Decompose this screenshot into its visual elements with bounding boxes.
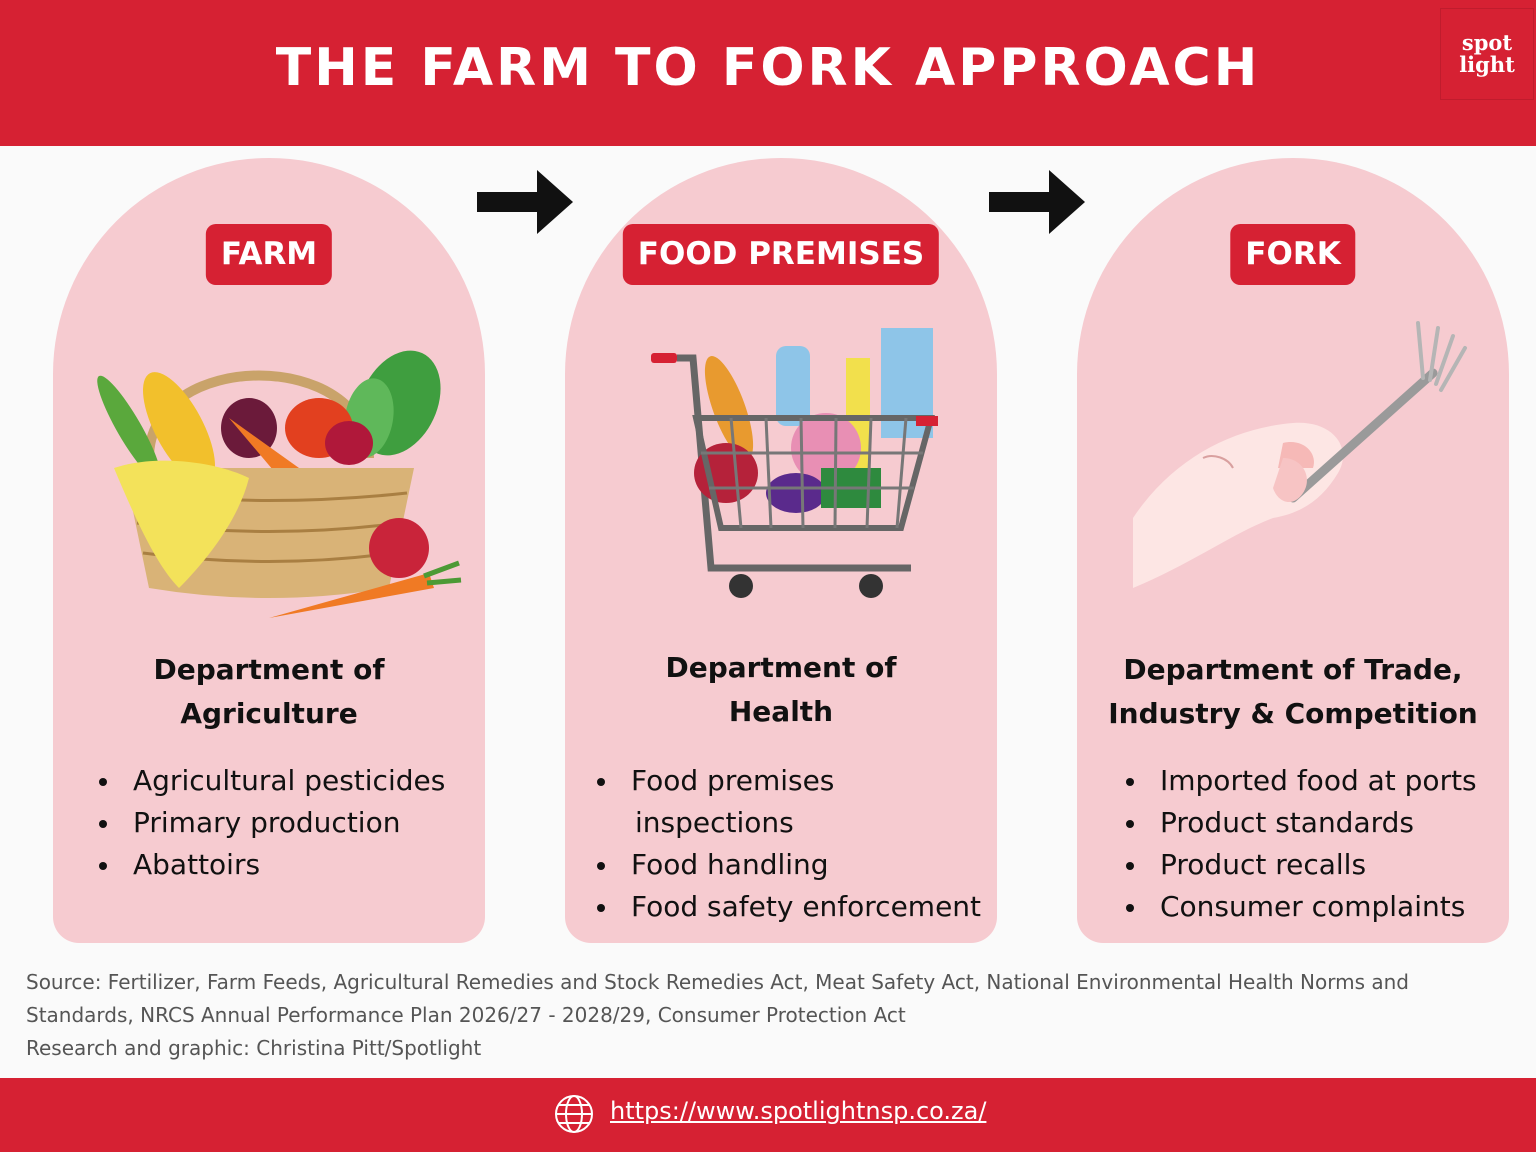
department-line: Department of: [153, 653, 385, 686]
list-item: Food premises inspections: [597, 760, 981, 844]
list-item: Product recalls: [1126, 844, 1477, 886]
responsibility-list-farm: Agricultural pesticides Primary producti…: [99, 760, 445, 886]
vegetable-basket-illustration: [97, 350, 462, 618]
arrow-right-icon: [477, 170, 573, 234]
hand-holding-fork-illustration: [1133, 321, 1467, 588]
globe-icon: [555, 1095, 593, 1133]
stage-card-food-premises: FOOD PREMISES Department of Health Food …: [565, 158, 997, 943]
responsibility-list-fork: Imported food at ports Product standards…: [1126, 760, 1477, 928]
department-name-fork: Department of Trade, Industry & Competit…: [1077, 648, 1509, 736]
list-item: Product standards: [1126, 802, 1477, 844]
logo-line-1: spot: [1461, 30, 1513, 55]
credit-line: Research and graphic: Christina Pitt/Spo…: [26, 1036, 482, 1060]
list-item: Food handling: [597, 844, 981, 886]
stage-badge-food-premises: FOOD PREMISES: [622, 224, 940, 285]
department-line: Agriculture: [180, 697, 358, 730]
responsibility-list-food-premises: Food premises inspections Food handling …: [597, 760, 981, 928]
department-name-food-premises: Department of Health: [565, 646, 997, 734]
stage-badge-fork: FORK: [1230, 224, 1356, 285]
spotlight-logo: spot light: [1440, 8, 1534, 100]
list-item-continuation: inspections: [635, 806, 794, 839]
department-name-farm: Department of Agriculture: [53, 648, 485, 736]
source-line-2: Standards, NRCS Annual Performance Plan …: [26, 1003, 906, 1027]
source-note: Source: Fertilizer, Farm Feeds, Agricult…: [26, 966, 1516, 1065]
stage-card-farm: FARM Department of Agriculture Agricultu…: [53, 158, 485, 943]
list-item: Imported food at ports: [1126, 760, 1477, 802]
list-item: Agricultural pesticides: [99, 760, 445, 802]
stage-badge-farm: FARM: [205, 224, 333, 285]
list-item: Food safety enforcement: [597, 886, 981, 928]
department-line: Department of: [665, 651, 897, 684]
list-item-text: Food premises: [631, 764, 835, 797]
department-line: Department of Trade,: [1123, 653, 1463, 686]
logo-line-2: light: [1459, 52, 1515, 77]
arrow-right-icon: [989, 170, 1085, 234]
website-link[interactable]: https://www.spotlightnsp.co.za/: [610, 1097, 987, 1125]
list-item: Consumer complaints: [1126, 886, 1477, 928]
department-line: Health: [728, 695, 834, 728]
list-item: Primary production: [99, 802, 445, 844]
source-line-1: Source: Fertilizer, Farm Feeds, Agricult…: [26, 970, 1409, 994]
footer-bar: [0, 1078, 1536, 1152]
shopping-cart-illustration: [651, 328, 938, 598]
department-line: Industry & Competition: [1108, 697, 1478, 730]
page-title: THE FARM TO FORK APPROACH: [275, 38, 1261, 98]
stage-card-fork: FORK Department of Trade, Industry & Com…: [1077, 158, 1509, 943]
list-item: Abattoirs: [99, 844, 445, 886]
header-bar: [0, 0, 1536, 146]
